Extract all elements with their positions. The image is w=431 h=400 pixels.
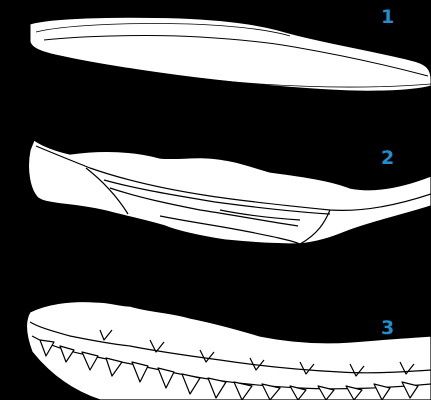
midsole-layer	[28, 140, 431, 244]
layer-number-2: 2	[381, 149, 394, 168]
outsole-layer	[26, 301, 431, 400]
insole-layer	[30, 17, 431, 91]
layer-number-1: 1	[381, 8, 394, 27]
layer-number-3: 3	[381, 319, 394, 338]
